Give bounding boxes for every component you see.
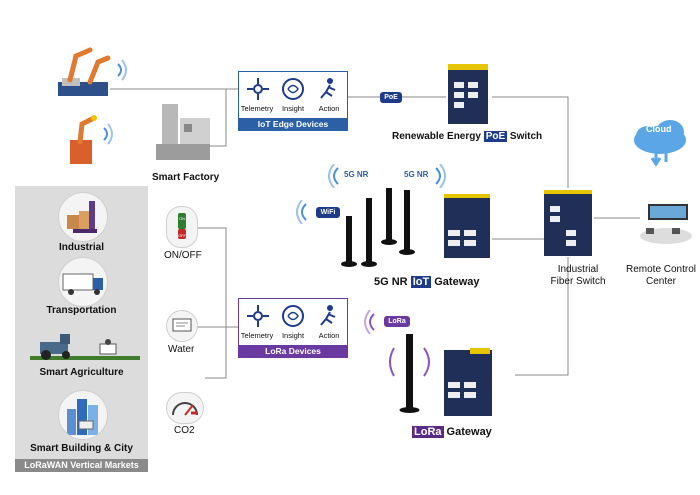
co2-meter-icon: [166, 392, 204, 424]
poe-switch-label-post: Switch: [507, 131, 543, 142]
nr-gateway-label: 5G NR IoT Gateway: [374, 276, 480, 288]
lora-box-title: LoRa Devices: [239, 345, 347, 357]
off-text: OFF: [178, 233, 187, 238]
edge-item-telemetry: Telemetry: [240, 104, 274, 113]
wireless-signal-icon: [102, 122, 116, 151]
market-label-industrial: Industrial: [58, 242, 104, 253]
cloud-label: Cloud: [646, 124, 672, 134]
industrial-switch-label-line2: Fiber Switch: [550, 276, 606, 287]
smart-factory-icon: [152, 98, 216, 170]
smart-building-icon: [58, 390, 108, 440]
lora-devices-box: Telemetry Insight Action LoRa Devices: [238, 298, 348, 358]
nr-tag-left: 5G NR: [344, 170, 369, 179]
onoff-sensor-icon: ON OFF: [166, 206, 198, 248]
market-label-transportation: Transportation: [46, 305, 117, 316]
lora-item-action: Action: [318, 331, 340, 340]
remote-center-label-line1: Remote Control: [625, 264, 697, 275]
co2-label: CO2: [174, 425, 195, 436]
telemetry-icon: [243, 303, 273, 334]
edge-item-action: Action: [318, 104, 340, 113]
vertical-markets-footer: LoRaWAN Vertical Markets: [15, 459, 148, 472]
lora-gateway-device: [440, 346, 496, 418]
iot-edge-devices-box: Telemetry Insight Action IoT Edge Device…: [238, 71, 348, 131]
industrial-fiber-switch-device: [540, 186, 596, 258]
smart-agriculture-icon: [30, 328, 140, 362]
welding-robot-icon: [66, 114, 102, 166]
transportation-icon: [58, 257, 108, 307]
poe-switch-device: [444, 62, 492, 126]
industrial-switch-label-line1: Industrial: [557, 264, 599, 275]
wifi-signal-icon: [294, 199, 310, 229]
insight-icon: [278, 303, 308, 334]
market-label-smart-building: Smart Building & City: [30, 443, 133, 454]
nr-gateway-label-post: Gateway: [431, 276, 480, 288]
lora-signal-icon: [362, 309, 378, 339]
wifi-tag: WiFi: [316, 207, 340, 218]
nr-antennas: [336, 180, 426, 272]
lora-gateway-label-post: Gateway: [443, 426, 492, 438]
cloud-icon: [630, 118, 692, 167]
nr-signal-right-icon: [432, 163, 448, 193]
on-text: ON: [179, 216, 185, 221]
smart-factory-label: Smart Factory: [152, 172, 220, 183]
poe-tag: PoE: [380, 92, 402, 103]
water-meter-icon: [166, 310, 198, 342]
robot-arm-icon: [56, 42, 116, 102]
nr-gateway-label-highlight: IoT: [410, 276, 432, 288]
remote-center-label-line2: Center: [645, 276, 676, 287]
nr-gateway-device: [440, 188, 494, 260]
lora-item-telemetry: Telemetry: [240, 331, 274, 340]
water-label: Water: [168, 344, 195, 355]
edge-box-title: IoT Edge Devices: [239, 118, 347, 130]
onoff-label: ON/OFF: [164, 250, 202, 261]
poe-switch-label-highlight: PoE: [483, 131, 508, 142]
telemetry-icon: [243, 76, 273, 107]
market-label-smart-agriculture: Smart Agriculture: [39, 367, 124, 378]
lora-gateway-label-highlight: LoRa: [412, 426, 444, 438]
remote-control-center-icon: [636, 202, 694, 246]
lora-gateway-label: LoRa Gateway: [412, 426, 492, 438]
action-icon: [313, 303, 343, 334]
insight-icon: [278, 76, 308, 107]
nr-tag-right: 5G NR: [404, 170, 429, 179]
edge-item-insight: Insight: [281, 104, 305, 113]
poe-switch-label: Renewable Energy PoE Switch: [392, 131, 542, 142]
nr-signal-left-icon: [326, 163, 342, 193]
nr-gateway-label-pre: 5G NR: [374, 276, 411, 288]
lora-antenna: [384, 328, 436, 418]
poe-switch-label-pre: Renewable Energy: [392, 131, 484, 142]
industrial-icon: [58, 192, 108, 242]
lora-item-insight: Insight: [281, 331, 305, 340]
lora-tag: LoRa: [384, 316, 410, 327]
wireless-signal-icon: [116, 58, 130, 87]
action-icon: [313, 76, 343, 107]
